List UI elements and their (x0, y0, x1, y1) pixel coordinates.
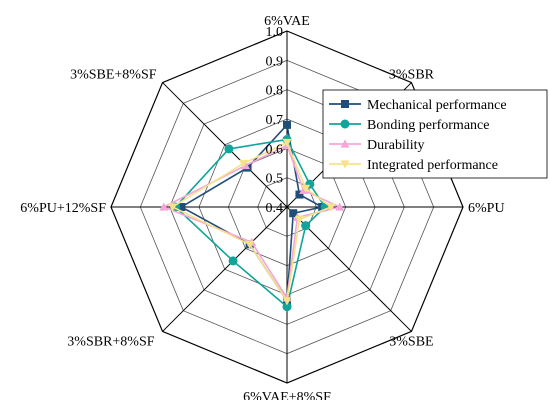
tick-label: 0.5 (266, 172, 284, 187)
legend-label: Bonding performance (367, 118, 489, 133)
legend-marker (340, 119, 350, 129)
legend-marker (341, 100, 349, 108)
axis-label: 6%VAE (264, 14, 310, 29)
legend-label: Mechanical performance (367, 98, 507, 113)
axis-spoke (162, 82, 288, 208)
data-point (283, 120, 291, 129)
data-point (282, 302, 292, 312)
data-point (228, 256, 238, 266)
data-point (224, 144, 234, 154)
axis-layer (111, 31, 463, 383)
series-layer (159, 120, 345, 312)
tick-label: 1.0 (266, 25, 284, 40)
series-line (179, 123, 325, 304)
data-point (335, 202, 345, 211)
data-point (159, 202, 169, 211)
axis-label: 6%PU (468, 201, 505, 216)
tick-label: 0.6 (266, 142, 284, 157)
tick-label: 0.7 (266, 113, 284, 128)
data-point (245, 240, 255, 249)
data-point (301, 221, 311, 231)
data-point (282, 297, 292, 306)
data-point (238, 159, 248, 168)
axis-label: 6%VAE+8%SF (243, 390, 331, 400)
data-point (282, 138, 292, 147)
legend-marker (340, 139, 350, 148)
axis-label: 3%SBE+8%SF (70, 68, 157, 83)
data-point (289, 209, 298, 218)
axis-label: 3%SBR (389, 68, 435, 83)
axis-label: 3%SBR+8%SF (67, 334, 154, 349)
data-point (326, 203, 336, 212)
data-point (168, 203, 178, 212)
data-point (301, 184, 311, 193)
tick-label: 0.9 (266, 54, 284, 69)
data-point (177, 203, 186, 211)
legend-label: Integrated performance (367, 158, 498, 173)
legend-label: Durability (367, 138, 425, 153)
legend-marker (340, 160, 350, 169)
tick-label: 0.4 (266, 201, 284, 216)
tick-label: 0.8 (266, 84, 284, 99)
data-point (294, 215, 304, 224)
data-point (295, 190, 304, 199)
axis-label: 3%SBE (389, 334, 433, 349)
axis-spoke (162, 206, 288, 332)
label-layer: 0.4 0.5 0.6 0.7 0.8 0.9 1.06%VAE 3%SBR 6%PU 3%SBE… (20, 14, 504, 400)
axis-label: 6%PU+12%SF (20, 201, 106, 216)
